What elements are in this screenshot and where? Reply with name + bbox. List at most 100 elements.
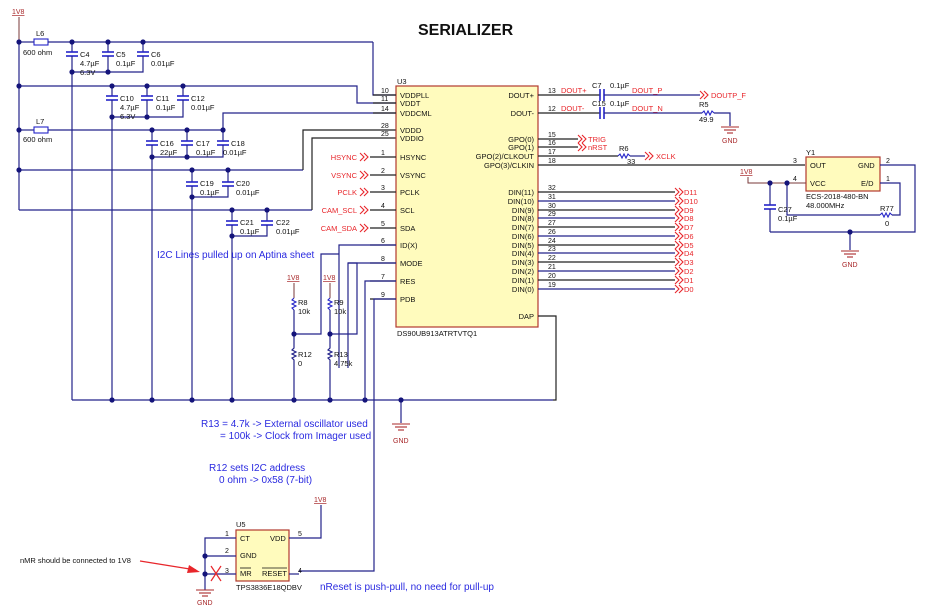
c27-ref: C27 — [778, 205, 792, 214]
r6-value: 33 — [627, 157, 635, 166]
config-wires: 1V8 R8 10k R12 0 1V8 R9 10k R13 4.75k — [287, 244, 557, 572]
l7-value: 600 ohm — [23, 135, 52, 144]
y1-pin-vcc: VCC — [810, 179, 826, 188]
u3-pin-label: DIN(0) — [512, 285, 535, 294]
net-flag-arrow — [359, 187, 369, 197]
u3-pin-number: 22 — [548, 255, 556, 262]
r13-ref: R13 — [334, 350, 348, 359]
u3-pin-label: DIN(8) — [512, 214, 535, 223]
c19-ref: C19 — [200, 179, 214, 188]
c19-value: 0.1µF — [200, 188, 220, 197]
net-flag-arrow — [674, 248, 684, 258]
power-label-1v8-top: 1V8 — [12, 9, 25, 16]
c17-value: 0.1µF — [196, 148, 216, 157]
c7-ref: C7 — [592, 81, 602, 90]
u3-pin-number: 25 — [381, 131, 389, 138]
r12-ref: R12 — [298, 350, 312, 359]
u3-pin-number: 23 — [548, 246, 556, 253]
net-flag-arrow — [674, 213, 684, 223]
u3-pin-number: 29 — [548, 211, 556, 218]
u3-pin-number: 21 — [548, 264, 556, 271]
u3-pin-number: 32 — [548, 185, 556, 192]
u3-pin-number: 7 — [381, 274, 385, 281]
data-net-label: D1 — [684, 276, 694, 285]
net-xclk: XCLK — [656, 152, 676, 161]
net-dout-n: DOUT_N — [632, 104, 663, 113]
u3-pin-number: 11 — [381, 96, 388, 103]
u3-pin-number: 17 — [548, 149, 556, 156]
u3-pin-label: VDDCML — [400, 109, 432, 118]
r8-ref: R8 — [298, 298, 308, 307]
gnd-label-y1: GND — [842, 262, 858, 269]
net-dout-minus: DOUT- — [561, 104, 585, 113]
u3-pin-number: 30 — [548, 203, 556, 210]
y1-part: ECS-2018-480-BN — [806, 192, 869, 201]
data-net-label: D9 — [684, 206, 694, 215]
r77-value: 0 — [885, 219, 889, 228]
c4-value: 4.7µF — [80, 59, 100, 68]
c6-ref: C6 — [151, 50, 161, 59]
note-r12-line2: 0 ohm -> 0x58 (7-bit) — [219, 475, 312, 486]
r5-ref: R5 — [699, 100, 709, 109]
c5-ref: C5 — [116, 50, 126, 59]
net-flag-arrow — [674, 196, 684, 206]
note-r13-line1: R13 = 4.7k -> External oscillator used — [201, 419, 368, 430]
data-net-label: D2 — [684, 267, 694, 276]
u3-pin-label: DIN(4) — [512, 249, 535, 258]
r77-ref: R77 — [880, 204, 894, 213]
u3-pin-label: GPO(2)/CLKOUT — [476, 152, 535, 161]
u5-pin-num-1: 1 — [225, 531, 229, 538]
u5-pin-reset: RESET — [262, 569, 287, 578]
c10-ref: C10 — [120, 94, 134, 103]
y1-pin-num-1: 1 — [886, 176, 890, 183]
u3-pin-label: VDDD — [400, 126, 422, 135]
u3-pin-number: 27 — [548, 220, 556, 227]
r12-value: 0 — [298, 359, 302, 368]
u3-pin-label: DAP — [519, 312, 534, 321]
u5-ref: U5 — [236, 520, 246, 529]
u3-pin-label: VDDPLL — [400, 91, 429, 100]
net-dout-p: DOUT_P — [632, 86, 662, 95]
c12-value: 0.01µF — [191, 103, 215, 112]
input-net-label: PCLK — [337, 188, 357, 197]
c11-value: 0.1µF — [156, 103, 176, 112]
c10-rating: 6.3V — [120, 112, 135, 121]
r8-value: 10k — [298, 307, 310, 316]
c20-ref: C20 — [236, 179, 250, 188]
u3-pin-label: DIN(10) — [508, 197, 535, 206]
u3-pin-number: 28 — [381, 123, 389, 130]
data-net-label: D6 — [684, 232, 694, 241]
u3-pin-number: 26 — [548, 229, 556, 236]
note-i2c-pullups: I2C Lines pulled up on Aptina sheet — [157, 250, 315, 261]
net-doutp-f: DOUTP_F — [711, 91, 746, 100]
u3-pin-number: 10 — [381, 88, 389, 95]
u3-pin-label: DIN(1) — [512, 276, 535, 285]
c15-ref: C15 — [592, 99, 606, 108]
u5-pin-num-3: 3 — [225, 568, 229, 575]
u3-pin-number: 19 — [548, 282, 556, 289]
r6-ref: R6 — [619, 144, 629, 153]
u3-pin-number: 5 — [381, 221, 385, 228]
u3-ref: U3 — [397, 77, 407, 86]
c7-value: 0.1µF — [610, 81, 630, 90]
r13-value: 4.75k — [334, 359, 353, 368]
c21-value: 0.1µF — [240, 227, 260, 236]
power-network: 1V8 L6 600 ohm C4 4.7µF 6.3V C5 0.1µF C6… — [12, 9, 553, 445]
c17-ref: C17 — [196, 139, 210, 148]
y1-pin-ed: E/D — [861, 179, 874, 188]
u3-pin-label: DIN(11) — [508, 188, 534, 197]
u3-right-pins: DOUT+13DOUT-12GPO(0)15GPO(1)16GPO(2)/CLK… — [476, 88, 556, 321]
net-flag-arrow — [674, 275, 684, 285]
c15-value: 0.1µF — [610, 99, 630, 108]
power-label-1v8-u5: 1V8 — [314, 497, 327, 504]
y1-pin-num-4: 4 — [793, 176, 797, 183]
u5-pin-num-4: 4 — [298, 568, 302, 575]
data-net-label: D4 — [684, 249, 694, 258]
data-net-label: D0 — [684, 285, 694, 294]
c22-value: 0.01µF — [276, 227, 300, 236]
gnd-label-main: GND — [393, 438, 409, 445]
power-label-1v8-r9: 1V8 — [323, 275, 336, 282]
net-flag-arrow — [674, 266, 684, 276]
